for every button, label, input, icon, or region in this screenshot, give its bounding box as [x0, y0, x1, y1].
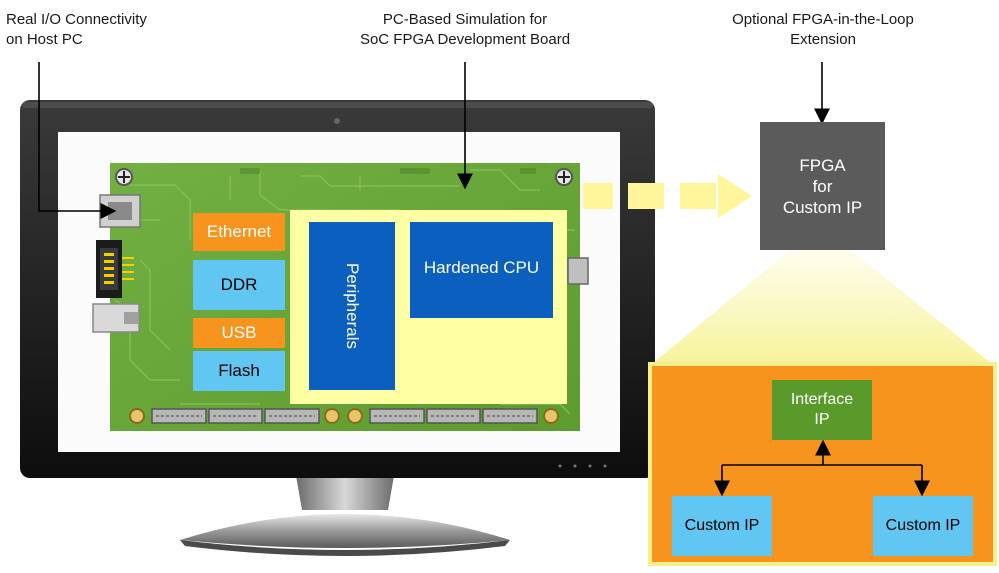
monitor-stand-icon [180, 470, 510, 556]
custom-ip-left-block: Custom IP [672, 496, 772, 556]
screw-top-right [555, 168, 573, 186]
interface-ip-block: Interface IP [772, 380, 872, 440]
dashed-link-arrow [583, 174, 752, 218]
header-pins-icon [96, 240, 134, 298]
ethernet-block: Ethernet [193, 213, 285, 251]
io-annotation-arrow [38, 62, 117, 219]
custom-ip-right-block: Custom IP [873, 496, 973, 556]
annotation-sim: PC-Based Simulation for SoC FPGA Develop… [359, 11, 571, 48]
hardened-cpu-label: Hardened CPU [423, 258, 540, 277]
screw-top-left [115, 168, 133, 186]
zoom-fan [652, 225, 992, 364]
annotation-io: Real I/O Connectivity on Host PC [6, 11, 147, 48]
usb-block: USB [193, 318, 285, 348]
flash-block: Flash [193, 351, 285, 391]
usb-port-icon [92, 303, 140, 333]
peripherals-block: Peripherals [309, 222, 395, 390]
ddr-block: DDR [193, 260, 285, 310]
annotation-fil: Optional FPGA-in-the-Loop Extension [732, 11, 914, 48]
fpga-block: FPGA for Custom IP [760, 122, 885, 250]
peripherals-label: Peripherals [343, 263, 362, 349]
hardened-cpu-block: Hardened CPU [410, 222, 553, 318]
